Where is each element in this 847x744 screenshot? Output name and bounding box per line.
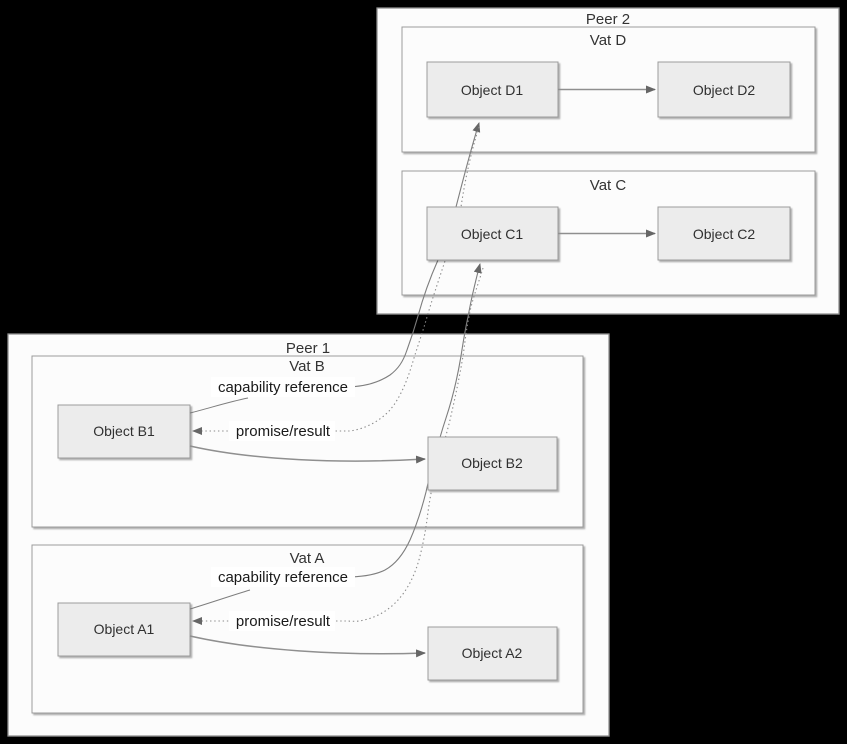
object-b1-box (57, 404, 191, 459)
peer-2-title: Peer 2 (586, 11, 630, 28)
object-d2-label: Object D2 (693, 82, 755, 98)
promise-result-label-vat-b: promise/result (236, 423, 331, 440)
vat-b-title: Vat B (289, 358, 325, 375)
arrow-b1-b2 (189, 445, 426, 464)
object-b2-box (427, 436, 558, 491)
object-a1-label: Object A1 (94, 621, 155, 637)
capability-reference-label-bg-vat-b (211, 377, 355, 397)
objects: Object D1 Object D2 Object C1 Object C2 … (57, 61, 791, 681)
capability-reference-label-bg-vat-a (211, 567, 355, 587)
object-a2-box (427, 626, 558, 681)
vat-a-title: Vat A (290, 550, 325, 567)
promise-result-label-bg-vat-b (229, 421, 335, 441)
object-c1-box (426, 206, 559, 261)
peer-1-title: Peer 1 (286, 340, 330, 357)
capability-leader-line-b1 (189, 397, 249, 414)
object-a1-box (57, 602, 191, 657)
object-a2-label: Object A2 (462, 645, 523, 661)
capability-reference-line-b1-d1 (344, 122, 481, 388)
object-c2-box (657, 206, 791, 261)
promise-result-line-c1-a1 (192, 267, 484, 625)
promise-result-label-bg-vat-a (229, 611, 335, 631)
object-c2-label: Object C2 (693, 226, 755, 242)
vat-d-title: Vat D (590, 32, 627, 49)
vat-c-title: Vat C (590, 177, 627, 194)
object-d1-label: Object D1 (461, 82, 523, 98)
object-d2-box (657, 61, 791, 118)
capability-reference-label-vat-b: capability reference (218, 379, 348, 396)
object-c1-label: Object C1 (461, 226, 523, 242)
promise-result-label-vat-a: promise/result (236, 613, 331, 630)
object-d1-box (426, 61, 559, 118)
object-b2-label: Object B2 (461, 455, 523, 471)
capability-leader-line-a1 (189, 589, 251, 610)
object-b1-label: Object B1 (93, 423, 155, 439)
capability-reference-label-vat-a: capability reference (218, 569, 348, 586)
peer-2-group: Peer 2 Vat D Vat C (376, 7, 840, 315)
annotations: capability reference promise/result capa… (189, 377, 355, 631)
arrow-a1-a2 (189, 635, 426, 658)
